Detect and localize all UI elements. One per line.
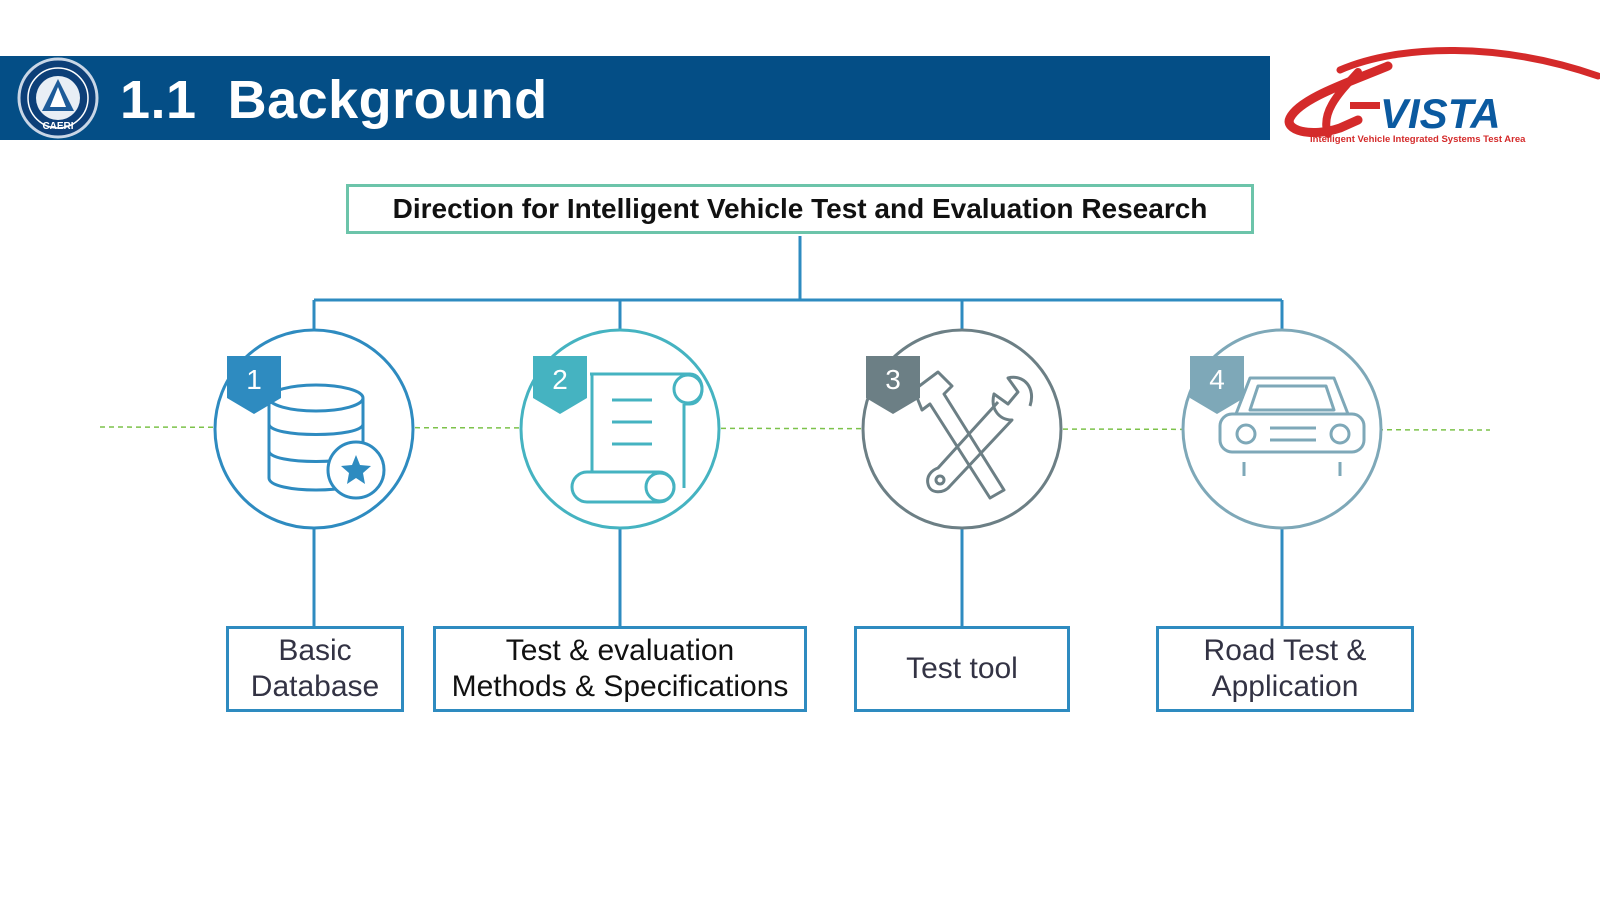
node-4	[1181, 328, 1383, 530]
number-label-1: 1	[246, 364, 262, 395]
label-box-test-methods: Test & evaluation Methods & Specificatio…	[433, 626, 807, 712]
label-line: Road Test &	[1203, 634, 1367, 667]
node-3	[861, 328, 1063, 530]
number-label-3: 3	[885, 364, 901, 395]
label-line: Application	[1211, 670, 1359, 703]
number-badge-1	[227, 356, 281, 414]
caeri-emblem-logo: CAERI	[17, 57, 99, 139]
label-line: Database	[250, 670, 380, 703]
page-title: 1.1 Background	[120, 70, 548, 130]
node-2	[519, 328, 721, 530]
emblem-text: CAERI	[42, 121, 73, 132]
label-line: Methods & Specifications	[451, 670, 789, 703]
brand-wordmark: VISTA	[1380, 90, 1501, 137]
scroll-document-icon	[570, 372, 704, 504]
label-box-basic-database: Basic Database	[226, 626, 404, 712]
number-label-4: 4	[1209, 364, 1225, 395]
vista-brand-logo: VISTA Intelligent Vehicle Integrated Sys…	[1284, 46, 1600, 145]
database-star-icon	[267, 383, 386, 500]
header-bar	[0, 56, 1270, 140]
dashed-baseline	[99, 426, 1491, 431]
number-badge-4	[1190, 356, 1244, 414]
label-box-test-tool: Test tool	[854, 626, 1070, 712]
number-badge-2	[533, 356, 587, 414]
number-label-2: 2	[552, 364, 568, 395]
hammer-wrench-icon	[912, 370, 1033, 500]
number-badge-3	[866, 356, 920, 414]
label-line: Test & evaluation	[505, 634, 735, 667]
root-direction-box: Direction for Intelligent Vehicle Test a…	[346, 184, 1254, 234]
node-1	[213, 328, 415, 530]
label-box-road-test: Road Test & Application	[1156, 626, 1414, 712]
brand-tagline: Intelligent Vehicle Integrated Systems T…	[1310, 134, 1526, 145]
label-line: Test tool	[906, 652, 1018, 685]
label-line: Basic	[278, 634, 352, 667]
